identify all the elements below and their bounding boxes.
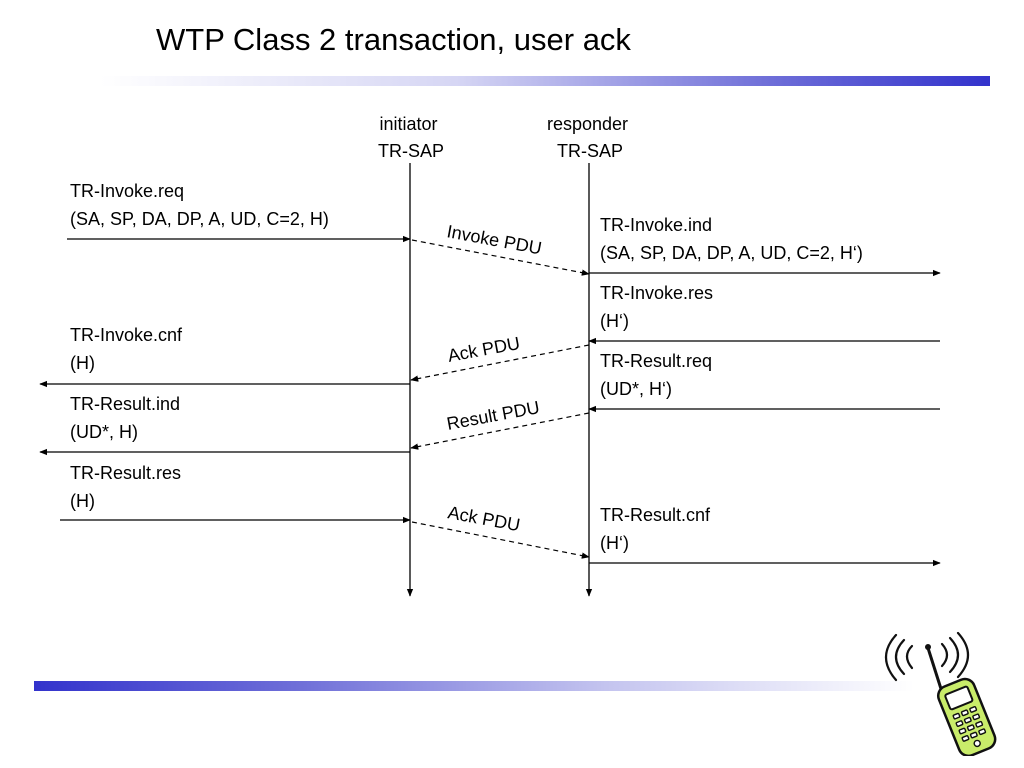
responder-label: responder TR-SAP — [547, 114, 633, 161]
ack-pdu-arrow-1 — [410, 344, 590, 382]
invoke-ind-label: TR-Invoke.ind (SA, SP, DA, DP, A, UD, C=… — [600, 215, 863, 263]
invoke-cnf-label: TR-Invoke.cnf (H) — [70, 325, 187, 373]
ack-pdu-arrow-2 — [411, 521, 590, 559]
invoke-pdu-label: Invoke PDU — [445, 221, 543, 258]
result-ind-label: TR-Result.ind (UD*, H) — [70, 394, 185, 442]
ack-pdu-label-1: Ack PDU — [446, 333, 521, 366]
result-req-label: TR-Result.req (UD*, H‘) — [600, 351, 717, 399]
ack-pdu-label-2: Ack PDU — [446, 502, 521, 535]
slide-title: WTP Class 2 transaction, user ack — [156, 22, 631, 57]
result-res-label: TR-Result.res (H) — [70, 463, 186, 511]
result-pdu-arrow — [410, 412, 590, 450]
invoke-res-label: TR-Invoke.res (H‘) — [600, 283, 718, 331]
initiator-label: initiator TR-SAP — [378, 114, 444, 161]
result-pdu-label: Result PDU — [445, 397, 541, 434]
result-cnf-label: TR-Result.cnf (H‘) — [600, 505, 715, 553]
invoke-req-label: TR-Invoke.req (SA, SP, DA, DP, A, UD, C=… — [70, 181, 329, 229]
bottom-gradient-bar — [34, 681, 914, 691]
mobile-phone-signal-icon — [884, 631, 997, 756]
invoke-pdu-arrow — [411, 239, 590, 276]
top-gradient-bar — [100, 76, 990, 86]
